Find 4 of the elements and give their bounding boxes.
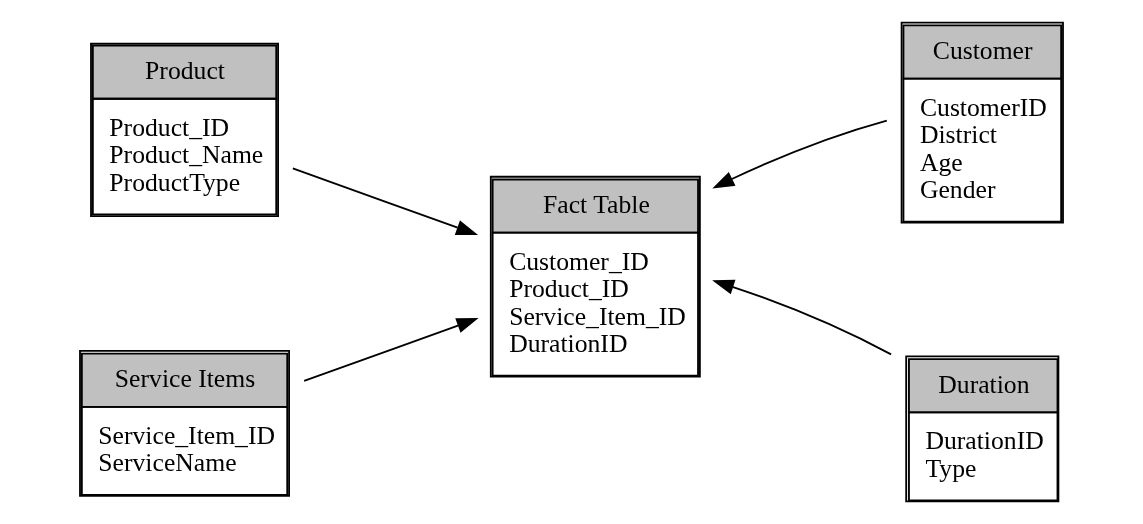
arrow	[712, 119, 888, 189]
arrow	[291, 167, 479, 236]
arrow	[303, 318, 479, 382]
arrow	[712, 279, 892, 356]
